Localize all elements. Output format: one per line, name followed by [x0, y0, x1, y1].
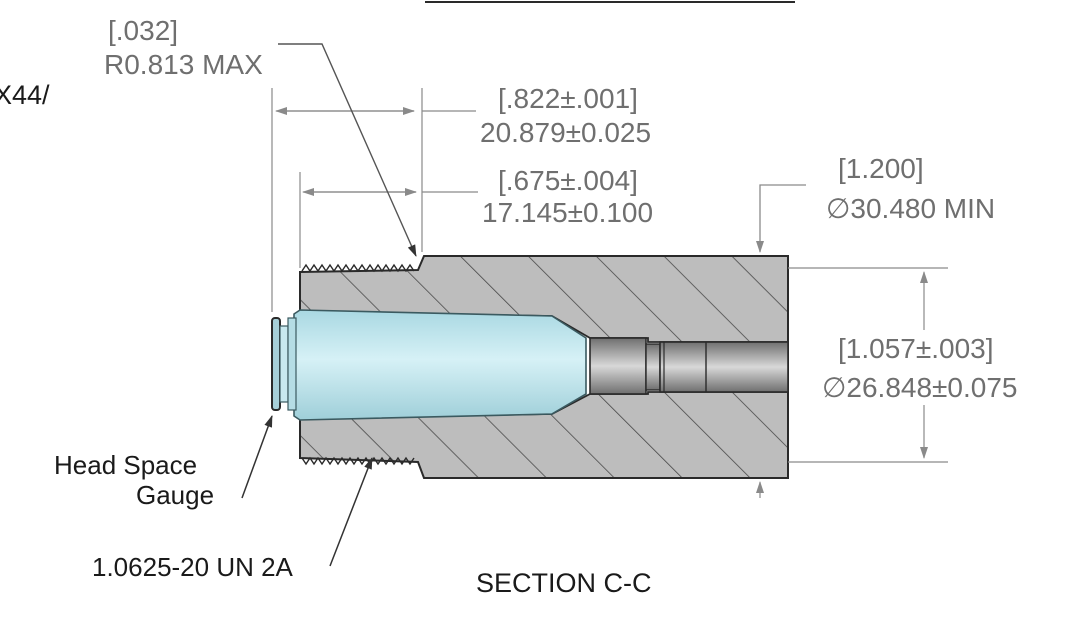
thread-teeth-bottom: [301, 456, 415, 466]
inner-diameter-inch: [1.057±.003]: [838, 333, 994, 364]
radius-inch: [.032]: [108, 15, 178, 46]
thread-spec-label: 1.0625-20 UN 2A: [92, 552, 294, 582]
thread-length-mm: 17.145±0.100: [482, 197, 653, 228]
thread-teeth-top: [301, 263, 415, 273]
thread-length-inch: [.675±.004]: [498, 165, 638, 196]
inner-diameter-mm: ∅26.848±0.075: [822, 372, 1017, 403]
overall-length-mm: 20.879±0.025: [480, 117, 651, 148]
radius-mm: R0.813 MAX: [104, 49, 263, 80]
gauge-base: [287, 317, 297, 411]
gauge-rim: [271, 317, 281, 411]
section-title: SECTION C-C: [476, 568, 652, 598]
gauge-label-line1: Head Space: [54, 450, 197, 480]
neck-relief: [645, 343, 661, 391]
radius-leader: [278, 43, 417, 257]
thread-spec-leader: [329, 457, 373, 567]
partial-label: X44/: [0, 80, 50, 110]
head-space-gauge: [293, 309, 587, 421]
gauge-extractor-groove: [279, 325, 289, 403]
outer-diameter-mm: ∅30.480 MIN: [826, 193, 995, 224]
neck-bore: [589, 337, 647, 395]
overall-length-inch: [.822±.001]: [498, 83, 638, 114]
gauge-leader: [241, 415, 273, 499]
outer-diameter-leader: [756, 184, 806, 253]
gauge-label-line2: Gauge: [136, 480, 214, 510]
outer-diameter-inch: [1.200]: [838, 153, 924, 184]
throat-bore: [659, 341, 789, 393]
